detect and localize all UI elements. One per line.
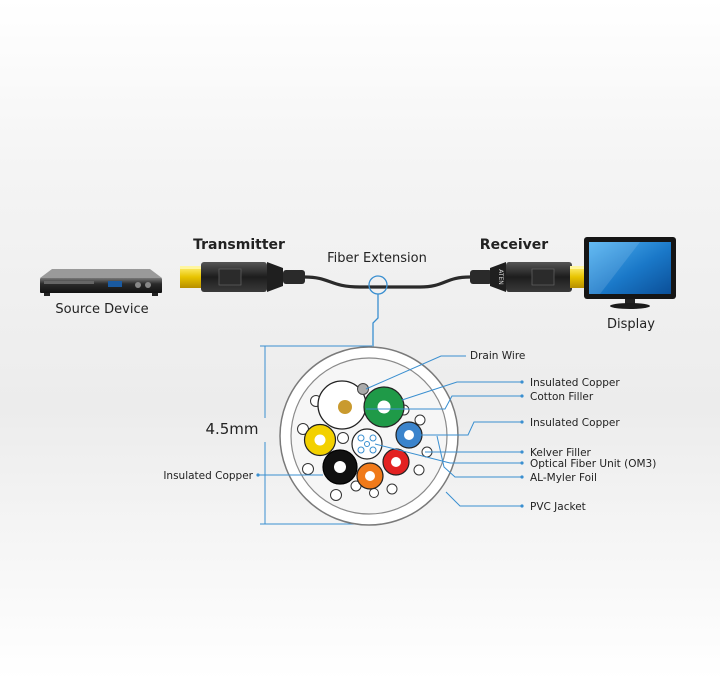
copper-orange [356, 462, 384, 490]
cotton-filler-core [338, 400, 352, 414]
zoom-connector [372, 294, 379, 347]
callout-optical-fiber-unit: Optical Fiber Unit (OM3) [530, 458, 656, 470]
callout-dots [256, 380, 524, 508]
fiber-extension-label: Fiber Extension [327, 251, 427, 266]
display-label: Display [607, 317, 655, 332]
display-monitor-icon [584, 237, 676, 309]
receiver-brand: ATEN [497, 269, 504, 285]
callout-pvc-jacket: PVC Jacket [530, 501, 586, 513]
callout-insulated-copper-1: Insulated Copper [530, 377, 620, 389]
callout-kelver-filler: Kelver Filler [530, 447, 592, 459]
callout-insulated-copper-2: Insulated Copper [530, 417, 620, 429]
source-device-label: Source Device [55, 302, 148, 317]
callout-cotton-filler: Cotton Filler [530, 391, 594, 403]
source-device-icon [40, 269, 162, 296]
copper-yellow [303, 423, 337, 457]
optical-fiber-unit [351, 428, 383, 460]
transmitter-plug-icon: ATEN [180, 262, 305, 292]
copper-red [382, 448, 410, 476]
copper-black [322, 449, 358, 485]
transmitter-label: Transmitter [193, 237, 285, 253]
dimension-label: 4.5mm [205, 420, 258, 438]
callout-drain-wire: Drain Wire [470, 350, 525, 362]
copper-blue [395, 421, 423, 449]
cable-cross-section [279, 346, 459, 526]
copper-green [363, 386, 405, 428]
drain-wire [357, 383, 369, 395]
fiber-cable [304, 275, 471, 289]
callout-insulated-copper-left: Insulated Copper [163, 470, 253, 482]
receiver-label: Receiver [480, 237, 548, 253]
callout-lines [258, 355, 522, 507]
callout-al-myler-foil: AL-Myler Foil [530, 472, 597, 484]
